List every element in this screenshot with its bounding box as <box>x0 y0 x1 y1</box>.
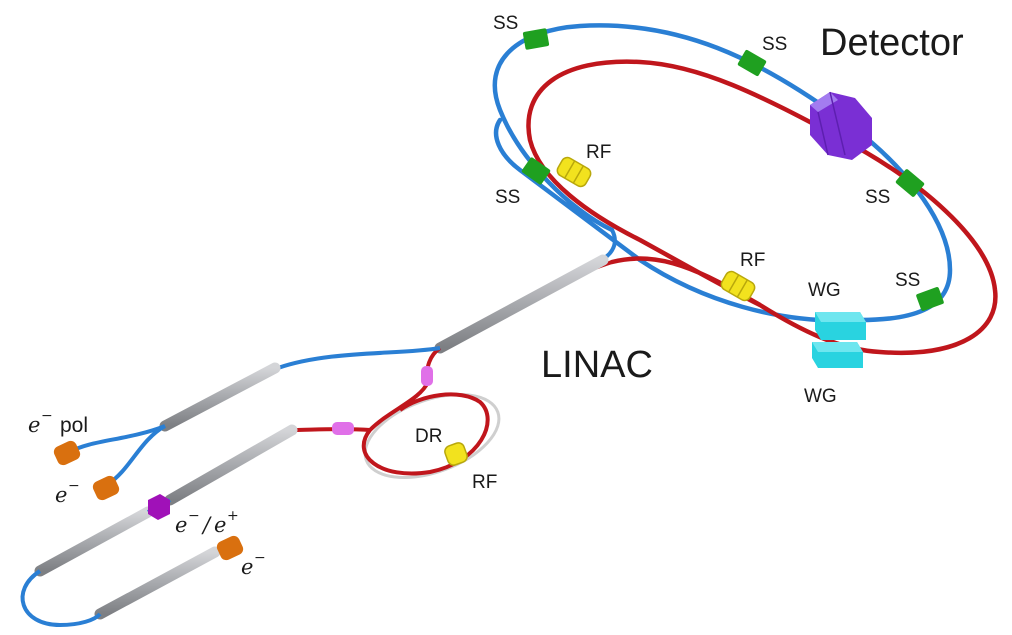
label-detector: Detector <box>820 22 964 64</box>
detector-solenoid <box>810 91 872 160</box>
label-linac: LINAC <box>541 344 653 386</box>
blue-lower-turnaround <box>20 569 102 628</box>
blue-ring-beamline <box>492 23 953 323</box>
label-ss-right: SS <box>865 187 890 208</box>
e-symbol: e <box>214 513 226 537</box>
e-symbol: e <box>55 483 67 507</box>
label-wg-upper: WG <box>808 280 841 301</box>
label-e-minus-e-plus: e − / e + <box>175 508 239 537</box>
slash: / <box>201 513 212 537</box>
e-symbol: e <box>28 413 40 437</box>
label-e-minus-middle: e − <box>55 478 80 507</box>
kicker-horizontal <box>332 422 354 435</box>
minus-superscript: − <box>188 508 200 524</box>
e-pol-source <box>53 440 81 466</box>
e-symbol: e <box>175 513 187 537</box>
label-ss-lower-right: SS <box>895 270 920 291</box>
label-rf-damping-ring: RF <box>472 472 497 493</box>
wiggler-lower <box>812 342 863 368</box>
ss-magnet-left <box>521 157 551 185</box>
ss-magnet-top <box>522 28 550 50</box>
wiggler-upper <box>815 312 866 340</box>
label-rf-ring-lower: RF <box>740 250 765 271</box>
red-dr-to-linac <box>294 427 371 432</box>
label-rf-ring-upper: RF <box>586 142 611 163</box>
linac-segment-lower-b <box>34 506 154 577</box>
ss-magnet-lower-right <box>916 287 944 311</box>
linac-segment-lower-a <box>164 424 298 506</box>
blue-linac-connector <box>277 346 441 370</box>
e-source-lower <box>216 535 244 561</box>
linac-segment-upper <box>434 254 609 354</box>
linac-segment-middle <box>159 362 281 432</box>
label-ss-top: SS <box>493 13 518 34</box>
label-wg-lower: WG <box>804 386 837 407</box>
minus-superscript: − <box>41 408 53 424</box>
label-dr: DR <box>415 426 442 447</box>
e-source-middle <box>92 475 120 501</box>
e-symbol: e <box>241 555 253 579</box>
ss-magnet-top-right <box>737 49 767 77</box>
rf-cavity-ring-upper <box>556 156 592 188</box>
plus-superscript: + <box>227 508 239 524</box>
label-ss-top-right: SS <box>762 34 787 55</box>
ss-magnet-right <box>895 169 925 197</box>
minus-superscript: − <box>68 478 80 494</box>
label-ss-left: SS <box>495 187 520 208</box>
damping-ring-red <box>361 381 490 476</box>
linac-segment-lower-c <box>94 546 221 620</box>
minus-superscript: − <box>254 550 266 566</box>
rf-cavity-damping-ring <box>444 442 468 466</box>
positron-converter <box>148 494 170 520</box>
rf-cavity-ring-lower <box>720 270 756 302</box>
label-e-minus-pol: e − pol <box>28 408 88 437</box>
pol-text: pol <box>60 414 88 437</box>
kicker-vertical <box>421 366 433 386</box>
label-e-minus-lower: e − <box>241 550 266 579</box>
